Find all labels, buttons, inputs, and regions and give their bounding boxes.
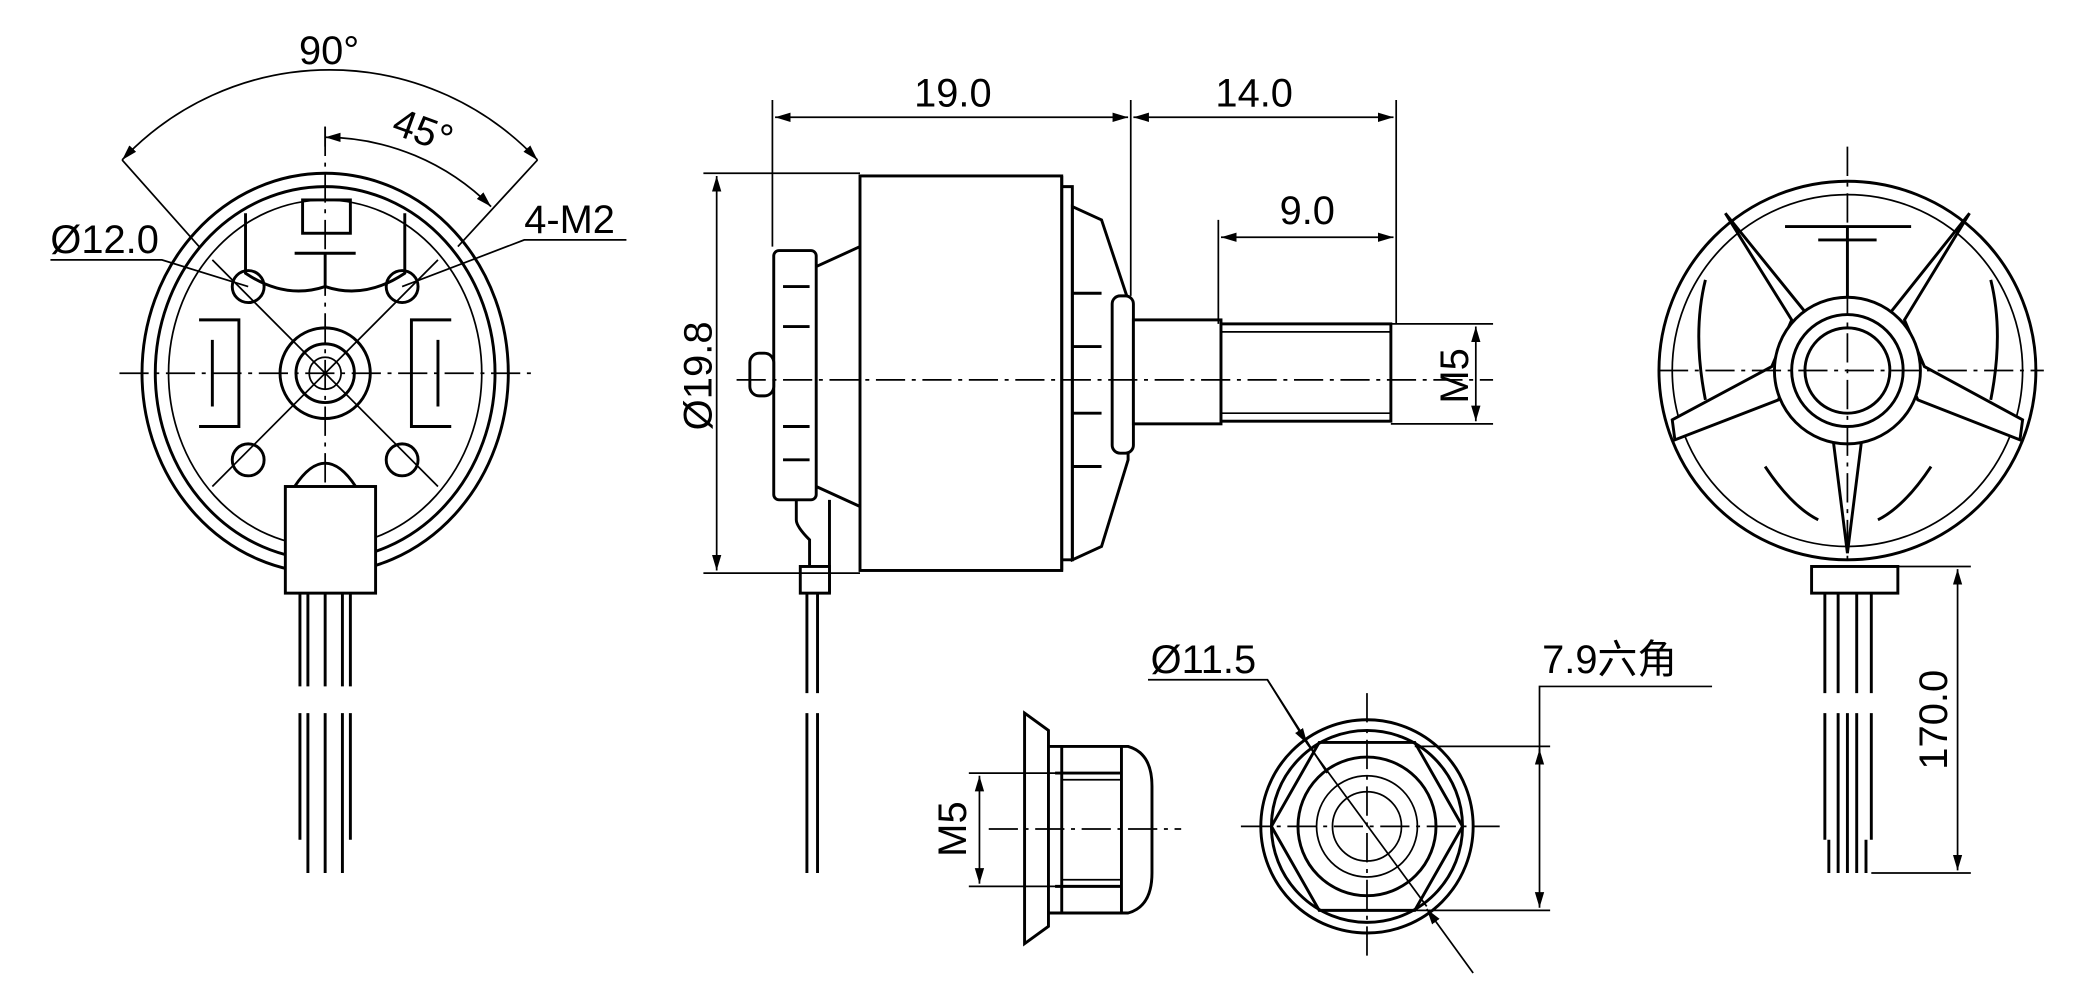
rear-view: 170.0 bbox=[1657, 146, 2044, 874]
motor-diameter-label: Ø19.8 bbox=[676, 321, 720, 430]
mount-circle-diameter-label: Ø12.0 bbox=[50, 218, 158, 262]
shaft-thread-label: M5 bbox=[1433, 348, 1477, 404]
mount-hole-icons bbox=[230, 269, 420, 478]
side-view: 19.0 14.0 9.0 Ø19.8 M5 bbox=[676, 72, 1494, 874]
hex-size-label: 7.9六角 bbox=[1542, 638, 1677, 682]
body-length-label: 19.0 bbox=[914, 72, 991, 116]
thread-length-label: 9.0 bbox=[1280, 189, 1335, 233]
angle-90-label: 90° bbox=[299, 29, 359, 73]
shaft-length-label: 14.0 bbox=[1215, 72, 1292, 116]
front-view: 90° 45° Ø12.0 4-M2 bbox=[50, 29, 627, 874]
nut-side-view: M5 bbox=[931, 710, 1182, 947]
nut-front-view: Ø11.5 7.9六角 bbox=[1148, 638, 1713, 974]
wire-length-label: 170.0 bbox=[1912, 670, 1956, 770]
angle-45-label: 45° bbox=[387, 100, 459, 162]
nut-diameter-label: Ø11.5 bbox=[1151, 638, 1256, 682]
nut-thread-label: M5 bbox=[931, 801, 975, 857]
mount-holes-label: 4-M2 bbox=[524, 198, 615, 242]
